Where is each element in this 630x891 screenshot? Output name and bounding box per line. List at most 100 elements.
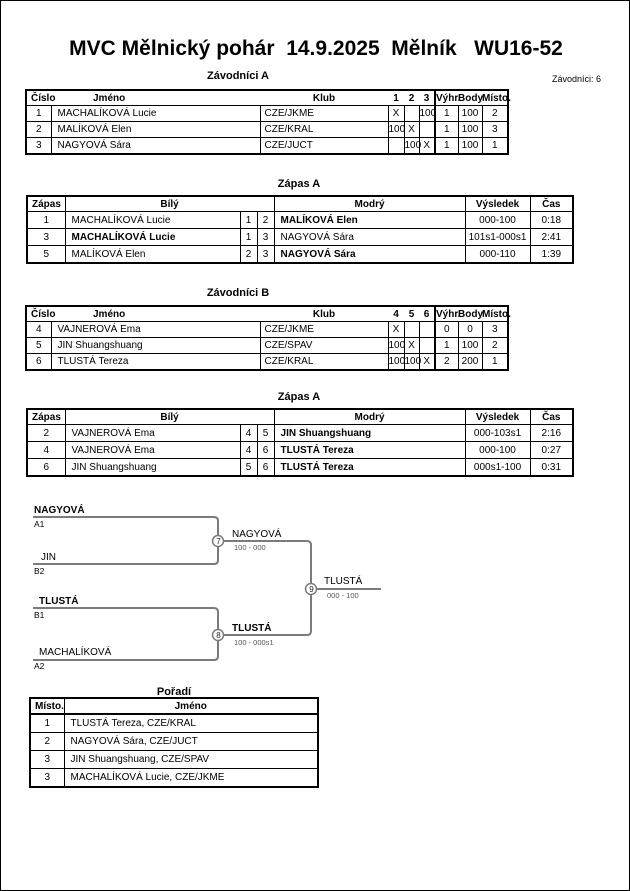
match-9-circle xyxy=(304,582,318,596)
cell-misto: 1 xyxy=(481,353,509,371)
col-6: 6 xyxy=(419,306,435,322)
standings-table: Místo. Jméno 1 TLUSTÁ Tereza, CZE/KRAL 2… xyxy=(29,697,319,788)
table-row: 6 TLUSTÁ Tereza CZE/KRAL 100 100 X 2 200… xyxy=(25,353,509,371)
cell-body: 100 xyxy=(457,337,483,354)
cell-zapas: 6 xyxy=(26,458,66,477)
cell-vs6: X xyxy=(418,353,436,371)
cell-vyhry: 0 xyxy=(434,321,459,338)
cell-vs6 xyxy=(418,321,436,338)
table-row: 5 MALÍKOVÁ Elen 2 3 NAGYOVÁ Sára 000-110… xyxy=(26,245,574,264)
table-header-row: Zápas Bílý Modrý Výsledek Čas xyxy=(26,408,574,425)
group-b-table: Číslo Jméno Klub 4 5 6 Výhr. Body Místo.… xyxy=(25,305,511,371)
table-header-row: Zápas Bílý Modrý Výsledek Čas xyxy=(26,195,574,212)
cell-cas: 2:41 xyxy=(529,228,574,246)
cell-modry: NAGYOVÁ Sára xyxy=(273,228,466,246)
table-header-row: Číslo Jméno Klub 4 5 6 Výhr. Body Místo. xyxy=(26,306,511,322)
cell-vyhry: 2 xyxy=(434,353,459,371)
col-3: 3 xyxy=(419,90,435,106)
cell-vs1 xyxy=(387,137,405,155)
cell-misto: 3 xyxy=(29,750,65,769)
cell-jmeno: TLUSTÁ Tereza, CZE/KRAL xyxy=(63,713,319,733)
cell-misto: 1 xyxy=(481,137,509,155)
cell-jmeno: MALÍKOVÁ Elen xyxy=(50,121,261,138)
cell-cas: 1:39 xyxy=(529,245,574,264)
group-a-heading: Závodníci A xyxy=(207,70,269,82)
col-klub: Klub xyxy=(260,306,388,322)
cell-vyhry: 1 xyxy=(434,121,459,138)
cell-misto: 3 xyxy=(481,121,509,138)
cell-vysledek: 000-103s1 xyxy=(464,424,531,442)
cell-misto: 2 xyxy=(481,105,509,122)
table-row: 4 VAJNEROVÁ Ema CZE/JKME X 0 0 3 xyxy=(25,321,509,338)
cell-vs6 xyxy=(418,337,436,354)
bracket-winner: NAGYOVÁ xyxy=(232,529,282,540)
cell-vs2 xyxy=(403,105,420,122)
cell-vs1: X xyxy=(387,105,405,122)
col-misto: Místo. xyxy=(482,306,511,322)
cell-klub: CZE/KRAL xyxy=(259,121,389,138)
table-row: 2 MALÍKOVÁ Elen CZE/KRAL 100 X 1 100 3 xyxy=(25,121,509,138)
cell-jmeno: JIN Shuangshuang, CZE/SPAV xyxy=(63,750,319,769)
cell-jmeno: NAGYOVÁ Sára, CZE/JUCT xyxy=(63,732,319,751)
cell-vs1: 100 xyxy=(387,121,405,138)
cell-vysledek: 000-100 xyxy=(464,211,531,229)
cell-zapas: 2 xyxy=(26,424,66,442)
cell-klub: CZE/JUCT xyxy=(259,137,389,155)
cell-jmeno: JIN Shuangshuang xyxy=(50,337,261,354)
cell-n1: 5 xyxy=(239,458,258,477)
col-1: 1 xyxy=(388,90,404,106)
cell-vysledek: 000-110 xyxy=(464,245,531,264)
page-title: MVC Mělnický pohár 14.9.2025 Mělník WU16… xyxy=(69,37,563,60)
cell-cislo: 6 xyxy=(25,353,52,371)
table-row: 2 NAGYOVÁ Sára, CZE/JUCT xyxy=(29,732,319,751)
bracket-seed: B1 xyxy=(34,610,45,620)
col-misto: Místo. xyxy=(29,697,65,715)
cell-vs3: 100 xyxy=(418,105,436,122)
col-bily: Bílý xyxy=(64,408,275,425)
bracket-player: MACHALÍKOVÁ xyxy=(39,647,112,658)
cell-bily: VAJNEROVÁ Ema xyxy=(64,424,241,442)
cell-cislo: 1 xyxy=(25,105,52,122)
cell-misto: 3 xyxy=(29,768,65,788)
cell-n2: 3 xyxy=(256,245,275,264)
bracket-winner: TLUSTÁ xyxy=(232,623,272,634)
cell-vyhry: 1 xyxy=(434,105,459,122)
col-cas: Čas xyxy=(529,195,574,212)
cell-n1: 4 xyxy=(239,441,258,459)
cell-misto: 2 xyxy=(29,732,65,751)
cell-bily: MACHALÍKOVÁ Lucie xyxy=(64,228,241,246)
cell-n1: 4 xyxy=(239,424,258,442)
cell-n2: 6 xyxy=(256,458,275,477)
cell-bily: MACHALÍKOVÁ Lucie xyxy=(64,211,241,229)
cell-modry: NAGYOVÁ Sára xyxy=(273,245,466,264)
cell-jmeno: MACHALÍKOVÁ Lucie, CZE/JKME xyxy=(63,768,319,788)
cell-cas: 0:27 xyxy=(529,441,574,459)
cell-bily: VAJNEROVÁ Ema xyxy=(64,441,241,459)
cell-n2: 2 xyxy=(256,211,275,229)
col-vysledek: Výsledek xyxy=(464,408,531,425)
cell-klub: CZE/SPAV xyxy=(259,337,389,354)
cell-body: 100 xyxy=(457,137,483,155)
col-jmeno: Jméno xyxy=(51,306,260,322)
cell-cislo: 4 xyxy=(25,321,52,338)
col-jmeno: Jméno xyxy=(51,90,260,106)
cell-vs3 xyxy=(418,121,436,138)
cell-modry: JIN Shuangshuang xyxy=(273,424,466,442)
col-cislo: Číslo xyxy=(26,90,55,106)
cell-modry: TLUSTÁ Tereza xyxy=(273,441,466,459)
cell-vs4: 100 xyxy=(387,353,405,371)
col-zapas: Zápas xyxy=(26,195,66,212)
table-row: 1 MACHALÍKOVÁ Lucie CZE/JKME X 100 1 100… xyxy=(25,105,509,122)
standings-heading: Pořadí xyxy=(156,686,192,698)
matches-a1-heading: Zápas A xyxy=(277,178,321,190)
cell-vs3: X xyxy=(418,137,436,155)
col-4: 4 xyxy=(388,306,404,322)
col-jmeno: Jméno xyxy=(63,697,319,715)
cell-vs5 xyxy=(403,321,420,338)
table-row: 6 JIN Shuangshuang 5 6 TLUSTÁ Tereza 000… xyxy=(26,458,574,477)
cell-misto: 3 xyxy=(481,321,509,338)
matches-a2-heading: Zápas A xyxy=(277,391,321,403)
bracket-winner: TLUSTÁ xyxy=(324,576,363,587)
col-vysledek: Výsledek xyxy=(464,195,531,212)
bracket-score: 000 - 100 xyxy=(327,591,359,600)
